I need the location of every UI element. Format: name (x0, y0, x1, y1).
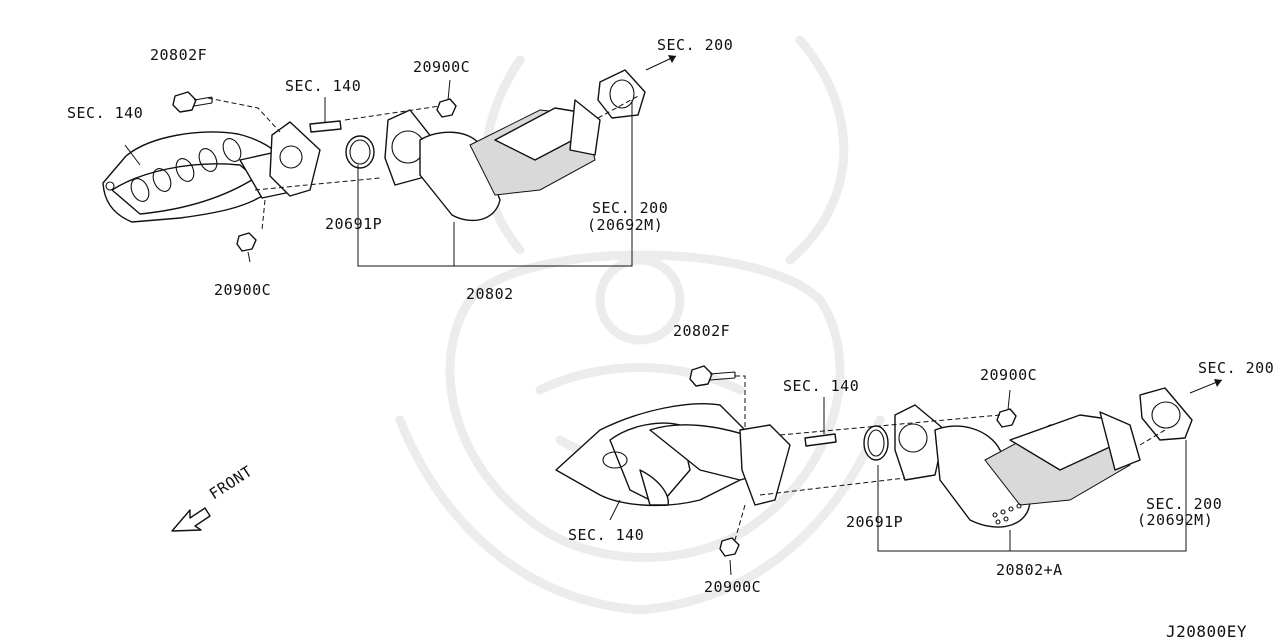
label-bottom-exhaust-ref: SEC. 200 (1198, 359, 1275, 377)
bottom-nut-upper (996, 408, 1017, 428)
bottom-catalytic-converter (894, 404, 1141, 528)
top-nut-upper (436, 98, 457, 118)
label-top-gasket-ref-1: SEC. 200 (592, 199, 669, 217)
label-bottom-nut-upper: 20900C (980, 366, 1038, 384)
label-bottom-manifold-ref: SEC. 140 (568, 526, 645, 544)
top-stud (309, 120, 342, 133)
top-leader-lines (124, 55, 677, 267)
bottom-outlet-gasket (1139, 387, 1193, 441)
bottom-manifold-flange (739, 424, 791, 506)
label-top-exhaust-ref: SEC. 200 (657, 36, 734, 54)
top-outlet-gasket (597, 69, 646, 119)
top-manifold-bolt (172, 91, 213, 113)
label-top-manifold-bolt: 20802F (150, 46, 208, 64)
diagram-id: J20800EY (1166, 622, 1248, 641)
top-nut-lower (236, 232, 257, 252)
bottom-nut-lower (719, 537, 740, 557)
label-bottom-stud-ref: SEC. 140 (783, 377, 860, 395)
label-bottom-nut-lower: 20900C (704, 578, 762, 596)
label-bottom-gasket-ref-1: SEC. 200 (1146, 495, 1223, 513)
label-top-stud-ref: SEC. 140 (285, 77, 362, 95)
bottom-stud (804, 433, 837, 447)
top-gasket (345, 135, 375, 169)
label-top-gasket-ref-2: (20692M) (587, 216, 664, 234)
bottom-manifold-bolt (689, 365, 736, 387)
label-bottom-gasket: 20691P (846, 513, 904, 531)
top-catalytic-converter (384, 99, 601, 222)
bottom-leader-lines (609, 375, 1223, 576)
label-bottom-catalyst: 20802+A (996, 561, 1063, 579)
label-top-manifold-ref: SEC. 140 (67, 104, 144, 122)
label-bottom-gasket-ref-2: (20692M) (1137, 511, 1214, 529)
label-top-gasket: 20691P (325, 215, 383, 233)
label-top-catalyst: 20802 (466, 285, 514, 303)
top-manifold-flange (269, 121, 321, 197)
label-top-nut-lower: 20900C (214, 281, 272, 299)
watermark-emblem (395, 35, 885, 615)
label-bottom-manifold-bolt: 20802F (673, 322, 731, 340)
bottom-gasket (863, 425, 889, 461)
front-arrow-icon (171, 507, 211, 532)
label-top-nut-upper: 20900C (413, 58, 471, 76)
